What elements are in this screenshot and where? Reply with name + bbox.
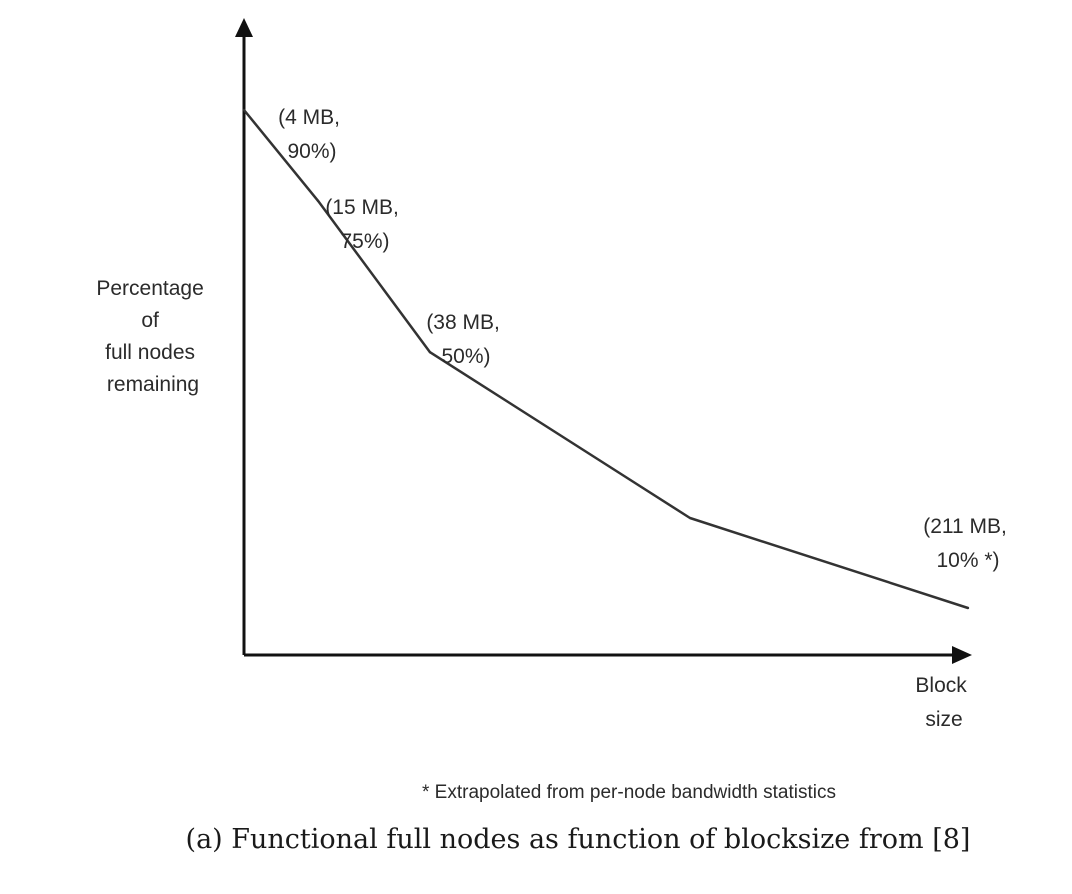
y-axis-label-line2: of (141, 309, 159, 332)
annotation-211mb: (211 MB, 10% *) (923, 515, 1013, 572)
y-axis-label-line3: full nodes (105, 341, 195, 364)
annotation-15mb-line1: (15 MB, (325, 196, 399, 219)
annotation-211mb-line1: (211 MB, (923, 515, 1007, 538)
figure-caption: (a) Functional full nodes as function of… (186, 824, 971, 855)
y-axis-arrow (235, 18, 253, 37)
data-point-211mb (966, 606, 970, 610)
x-axis-label-line2: size (925, 708, 962, 731)
x-axis-arrow (952, 646, 972, 664)
y-axis-label-line1: Percentage (96, 277, 203, 300)
series-line (243, 109, 969, 610)
x-axis-label: Block size (915, 674, 972, 731)
data-point-4mb (242, 108, 246, 112)
annotation-4mb-line1: (4 MB, (278, 106, 340, 129)
data-point-38mb (428, 351, 432, 354)
annotation-38mb-line2: 50%) (441, 345, 490, 368)
annotation-15mb: (15 MB, 75%) (325, 196, 404, 253)
data-points (242, 108, 970, 610)
data-point-15mb (316, 199, 320, 203)
annotation-211mb-line2: 10% *) (936, 549, 999, 572)
annotation-38mb-line1: (38 MB, (426, 311, 500, 334)
annotation-4mb-line2: 90%) (287, 140, 336, 163)
footnote: * Extrapolated from per-node bandwidth s… (422, 782, 836, 803)
annotation-15mb-line2: 75%) (340, 230, 389, 253)
annotation-38mb: (38 MB, 50%) (426, 311, 505, 368)
y-axis-label-line4: remaining (107, 373, 199, 396)
y-axis-label: Percentage of full nodes remaining (96, 277, 209, 396)
x-axis-label-line1: Block (915, 674, 967, 697)
annotation-4mb: (4 MB, 90%) (278, 106, 346, 163)
